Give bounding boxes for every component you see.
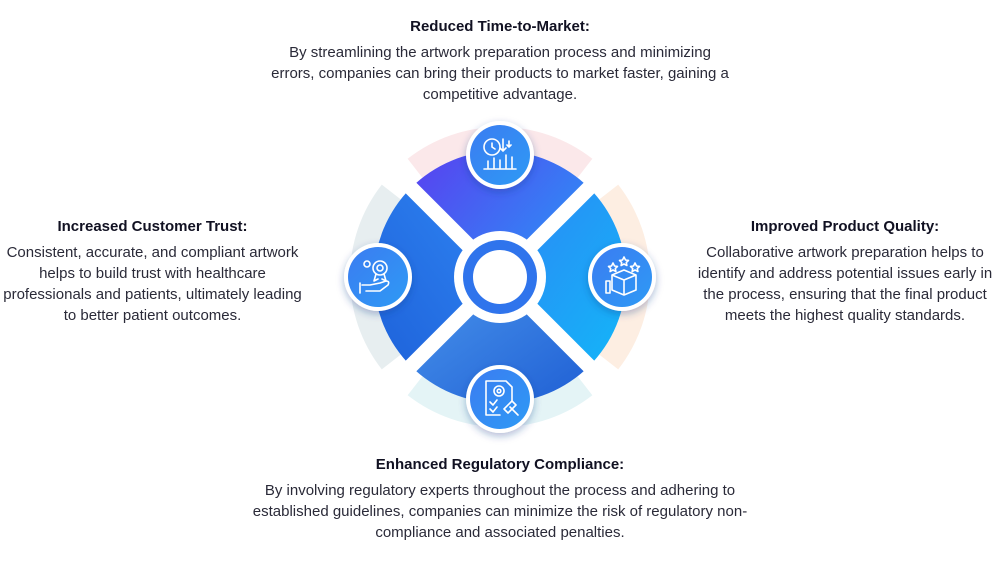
section-title: Increased Customer Trust: — [57, 218, 248, 235]
section-increased-customer-trust: Increased Customer Trust: Consistent, ac… — [0, 218, 305, 326]
badge-right-fill — [592, 247, 652, 307]
ring-arc-top — [407, 127, 593, 178]
quadrant-right — [500, 187, 627, 367]
ring-arc-right — [599, 184, 650, 370]
badge-left-fill — [348, 247, 408, 307]
section-improved-product-quality: Improved Product Quality: Collaborative … — [690, 218, 1000, 326]
badge-bottom-fill — [470, 369, 530, 429]
cycle-diagram — [344, 121, 656, 433]
badge-top-fill — [470, 125, 530, 185]
badge-top — [466, 121, 534, 189]
quadrant-bottom — [410, 277, 590, 404]
badge-bottom — [466, 365, 534, 433]
ring-arc-bottom — [407, 376, 593, 427]
trust-hand-award-icon — [359, 260, 390, 294]
section-body: By streamlining the artwork preparation … — [271, 44, 729, 103]
quadrants — [373, 150, 627, 404]
quality-box-stars-icon — [605, 256, 641, 296]
section-title: Enhanced Regulatory Compliance: — [375, 456, 625, 473]
outer-ring — [350, 127, 650, 427]
badge-right — [588, 243, 656, 311]
quadrant-left — [373, 187, 500, 367]
compliance-document-gavel-icon — [485, 380, 519, 416]
clock-chart-icon — [483, 138, 517, 170]
section-body: Consistent, accurate, and compliant artw… — [3, 244, 302, 324]
center-hub — [454, 231, 546, 323]
quadrant-top — [410, 150, 590, 277]
ring-arc-left — [350, 184, 401, 370]
hub-inner-white — [473, 250, 527, 304]
badge-left — [344, 243, 412, 311]
section-body: By involving regulatory experts througho… — [252, 482, 748, 541]
section-enhanced-regulatory-compliance: Enhanced Regulatory Compliance: By invol… — [245, 456, 755, 543]
section-title: Reduced Time-to-Market: — [410, 18, 590, 35]
section-body: Collaborative artwork preparation helps … — [697, 244, 993, 324]
section-reduced-time-to-market: Reduced Time-to-Market: By streamlining … — [270, 18, 730, 105]
section-title: Improved Product Quality: — [750, 218, 940, 235]
